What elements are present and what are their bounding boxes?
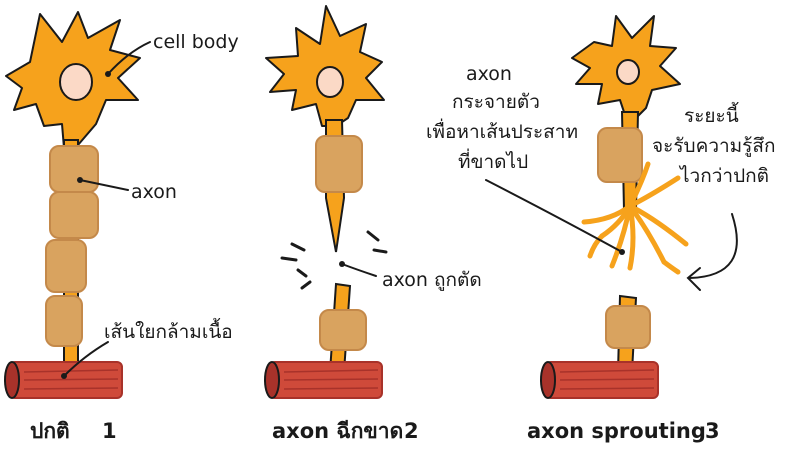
- label-sprout-2: กระจายตัว: [452, 91, 540, 113]
- myelin-segment: [45, 239, 87, 293]
- myelin-segment: [49, 145, 99, 193]
- myelin-segment: [49, 191, 99, 239]
- curved-arrow: [689, 213, 738, 279]
- pointer-line: [107, 41, 151, 75]
- label-sprout-1: axon: [466, 63, 512, 85]
- caption-number-2: 2: [404, 419, 419, 443]
- caption-panel-1: ปกติ: [30, 419, 70, 443]
- pointer-line: [341, 263, 377, 277]
- axon-sprouts: [581, 161, 689, 275]
- label-sprout-4: ที่ขาดไป: [458, 148, 528, 173]
- label-feel-1: ระยะนี้: [684, 102, 739, 127]
- panel-sprouting: axon กระจายตัว เพื่อหาเส้นประสาท ที่ขาดไ…: [426, 15, 775, 443]
- muscle-fiber: [4, 361, 123, 399]
- cell-body: [265, 5, 385, 127]
- pointer-line: [79, 179, 129, 191]
- label-sprout-3: เพื่อหาเส้นประสาท: [426, 118, 578, 143]
- caption-number-3: 3: [705, 419, 720, 443]
- arrow-head-icon: [686, 267, 701, 291]
- myelin-segment: [319, 309, 367, 351]
- pointer-line: [63, 341, 109, 377]
- muscle-fiber: [540, 361, 659, 399]
- label-feel-3: ไวกว่าปกติ: [678, 165, 769, 187]
- nucleus: [59, 63, 93, 101]
- caption-panel-2: axon ฉีกขาด: [272, 419, 403, 443]
- label-feel-2: จะรับความรู้สึก: [652, 135, 775, 157]
- caption-panel-3: axon sprouting: [527, 419, 706, 443]
- myelin-segment: [45, 295, 83, 347]
- myelin-segment: [315, 135, 363, 193]
- panel-cut: axon ถูกตัด axon ฉีกขาด 2: [264, 5, 482, 443]
- panel-normal: cell body axon เส้นใยกล้ามเนื้อ ปกติ 1: [4, 11, 239, 443]
- muscle-fiber: [264, 361, 383, 399]
- myelin-segment: [605, 305, 651, 349]
- label-axon: axon: [131, 181, 177, 203]
- myelin-segment: [597, 127, 643, 183]
- nucleus: [316, 66, 344, 98]
- nucleus: [616, 59, 640, 85]
- pointer-line: [485, 179, 623, 253]
- caption-number-1: 1: [102, 419, 117, 443]
- label-axon-cut: axon ถูกตัด: [382, 269, 482, 291]
- cut-marks: [280, 230, 388, 290]
- label-muscle-fiber: เส้นใยกล้ามเนื้อ: [104, 318, 233, 343]
- label-cell-body: cell body: [153, 31, 239, 53]
